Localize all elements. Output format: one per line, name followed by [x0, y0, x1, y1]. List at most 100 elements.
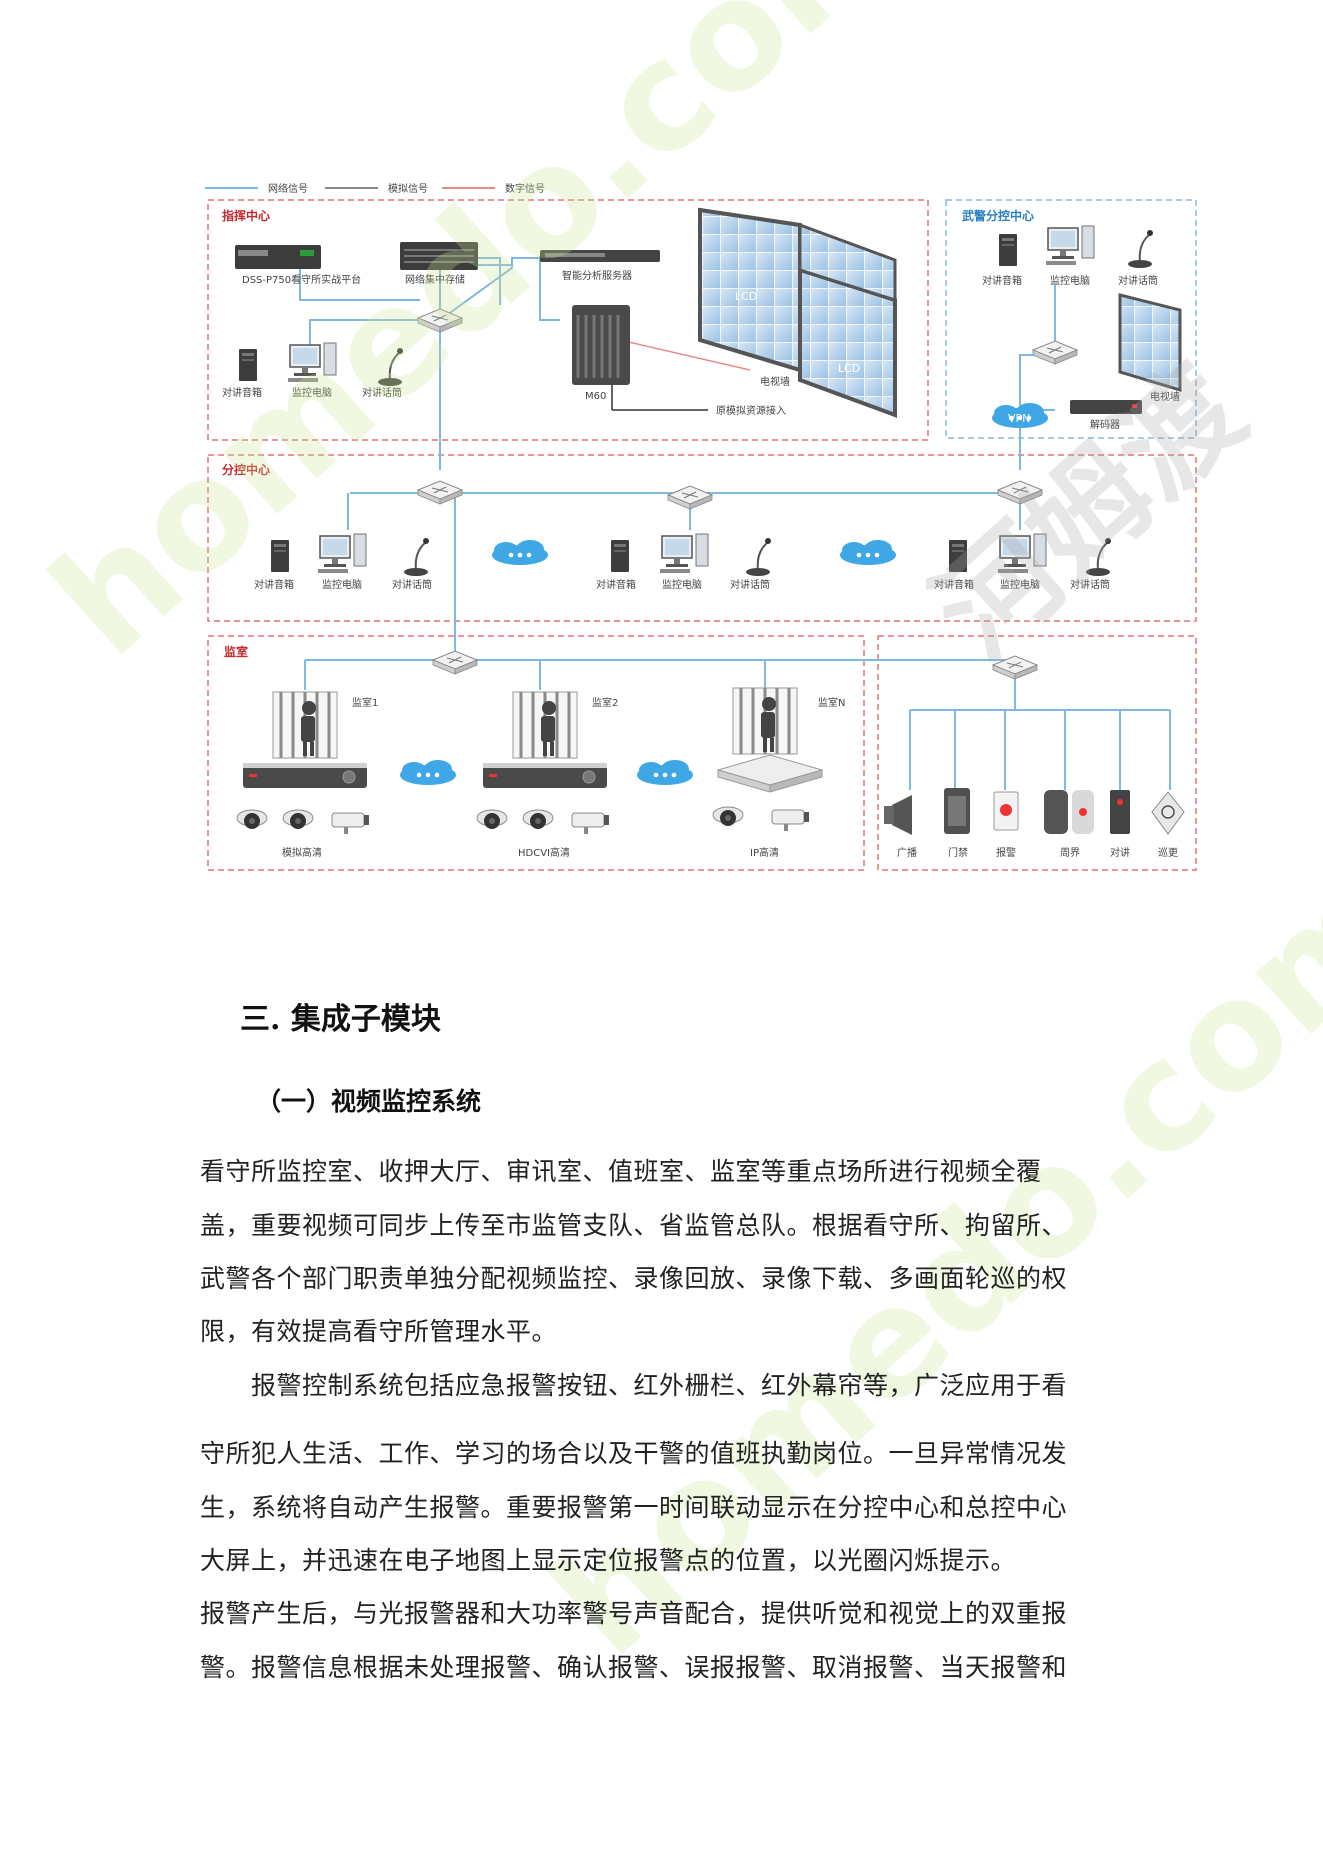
lcd-label-2: LCD — [838, 362, 860, 375]
branch-group-2 — [611, 533, 772, 577]
intercom-box-icon — [239, 349, 257, 381]
ap-tv-wall-icon — [1118, 293, 1182, 393]
ap-tv-wall-label: 电视墙 — [1150, 390, 1180, 403]
body-line: 看守所监控室、收押大厅、审讯室、值班室、监室等重点场所进行视频全覆 — [200, 1157, 1042, 1186]
hdcvi-hd-label: HDCVI高清 — [518, 846, 570, 859]
intercom-mic-icon — [377, 347, 404, 387]
cell-1-icon — [271, 690, 339, 760]
cc-monitor-pc-label: 监控电脑 — [292, 386, 332, 399]
legend: 网络信号 模拟信号 数字信号 — [205, 182, 545, 195]
branch-switch-icon-3 — [997, 480, 1043, 505]
ap-intercom-box-label: 对讲音箱 — [982, 274, 1022, 287]
subsection-heading: （一）视频监控系统 — [256, 1087, 482, 1116]
b2-monitor-pc-label: 监控电脑 — [662, 578, 702, 591]
intercom-terminal-icon — [1110, 790, 1130, 834]
ap-vpn-link — [1019, 354, 1035, 410]
ap-intercom-box-icon — [999, 234, 1017, 266]
body-line: 限，有效提高看守所管理水平。 — [200, 1317, 558, 1346]
dome-camera-icon — [282, 809, 314, 830]
ip-hd-label: IP高清 — [750, 846, 779, 859]
dome-camera-icon — [522, 809, 554, 830]
ap-switch-icon — [1032, 340, 1078, 365]
nvr-1-icon — [242, 762, 368, 789]
tv-wall-label: 电视墙 — [760, 375, 790, 388]
branch-group-3 — [949, 533, 1112, 577]
branch-group-1 — [271, 533, 430, 577]
body-line: 盖，重要视频可同步上传至市监管支队、省监管总队。根据看守所、拘留所、 — [200, 1211, 1068, 1240]
section-heading: 三. 集成子模块 — [240, 1002, 441, 1037]
analysis-server-icon — [540, 250, 660, 262]
b2-intercom-mic-label: 对讲话筒 — [730, 578, 770, 591]
vpn-label: VPN — [1008, 412, 1030, 425]
cell-2-icon — [511, 690, 579, 760]
command-center-frame — [207, 199, 929, 441]
switch-icon — [417, 308, 463, 333]
access-label: 门禁 — [948, 846, 968, 859]
analog-hd-label: 模拟高清 — [282, 846, 322, 859]
broadcast-label: 广播 — [897, 846, 917, 859]
b1-intercom-mic-label: 对讲话筒 — [392, 578, 432, 591]
bullet-camera-icon — [331, 812, 370, 835]
nvr-2-icon — [482, 762, 608, 789]
branch-center-title: 分控中心 — [222, 462, 270, 477]
bullet-camera-icon — [571, 812, 610, 835]
m60-label: M60 — [585, 391, 606, 402]
cell-n-label: 监室N — [818, 696, 845, 709]
cell-cloud-icon-2 — [637, 760, 693, 785]
ap-monitor-pc-icon — [1045, 225, 1095, 266]
cells-switch-icon — [432, 650, 478, 675]
analysis-label: 智能分析服务器 — [562, 269, 632, 282]
b3-intercom-mic-label: 对讲话筒 — [1070, 578, 1110, 591]
b1-monitor-pc-label: 监控电脑 — [322, 578, 362, 591]
branch-cloud-icon-1 — [492, 540, 548, 565]
ap-intercom-mic-icon — [1127, 229, 1154, 269]
b3-monitor-pc-label: 监控电脑 — [1000, 578, 1040, 591]
cc-intercom-mic-label: 对讲话筒 — [362, 386, 402, 399]
body-line: 生，系统将自动产生报警。重要报警第一时间联动显示在分控中心和总控中心 — [200, 1493, 1068, 1522]
tv-wall-icon: LCD LCD — [698, 207, 897, 418]
dss-platform-icon — [235, 245, 321, 269]
branch-cloud-icon-2 — [840, 540, 896, 565]
perimeter-label: 周界 — [1060, 847, 1080, 859]
lcd-label-1: LCD — [735, 290, 757, 303]
digital-line — [619, 339, 751, 371]
system-topology-diagram: 网络信号 模拟信号 数字信号 指挥中心 武警分控中心 分控中心 监室 DSS-P… — [0, 0, 1323, 900]
cell-cloud-icon-1 — [400, 760, 456, 785]
body-line: 大屏上，并迅速在电子地图上显示定位报警点的位置，以光圈闪烁提示。 — [200, 1546, 1017, 1575]
m60-matrix-icon — [572, 305, 630, 385]
ap-intercom-mic-label: 对讲话筒 — [1118, 274, 1158, 287]
perimeter-sensor-icon — [1044, 790, 1094, 834]
b3-intercom-box-label: 对讲音箱 — [934, 578, 974, 591]
intercom-label: 对讲 — [1110, 846, 1130, 859]
dss-label: DSS-P750看守所实战平台 — [242, 273, 361, 286]
legend-digital: 数字信号 — [505, 182, 545, 195]
bullet-camera-icon — [771, 809, 810, 832]
body-line: 警。报警信息根据未处理报警、确认报警、误报报警、取消报警、当天报警和 — [200, 1653, 1068, 1682]
branch-switch-icon-2 — [667, 485, 713, 510]
poe-switch-icon — [716, 754, 824, 793]
cells-frame — [207, 635, 865, 871]
legend-analog: 模拟信号 — [388, 182, 428, 195]
patrol-device-icon — [1151, 791, 1185, 835]
command-center-title: 指挥中心 — [222, 208, 270, 223]
branch-center-frame — [207, 454, 1197, 622]
ap-monitor-pc-label: 监控电脑 — [1050, 274, 1090, 287]
storage-label: 网络集中存储 — [405, 273, 465, 286]
body-line: 报警产生后，与光报警器和大功率警号声音配合，提供听觉和视觉上的双重报 — [200, 1599, 1068, 1628]
cell-1-label: 监室1 — [352, 696, 378, 709]
decoder-label: 解码器 — [1090, 418, 1120, 431]
decoder-icon — [1070, 400, 1142, 414]
dome-camera-icon — [476, 809, 508, 830]
armed-police-title: 武警分控中心 — [962, 208, 1034, 223]
cells-title: 监室 — [224, 644, 248, 659]
cc-intercom-box-label: 对讲音箱 — [222, 386, 262, 399]
dome-camera-icon — [236, 809, 268, 830]
cell-n-icon — [731, 686, 799, 756]
devices-frame — [877, 635, 1197, 871]
body-line: 报警控制系统包括应急报警按钮、红外栅栏、红外幕帘等，广泛应用于看 — [200, 1371, 1068, 1400]
alarm-label: 报警 — [996, 846, 1016, 859]
patrol-label: 巡更 — [1158, 847, 1178, 859]
body-line: 守所犯人生活、工作、学习的场合以及干警的值班执勤岗位。一旦异常情况发 — [200, 1439, 1068, 1468]
legend-network: 网络信号 — [268, 182, 308, 195]
broadcast-speaker-icon — [884, 795, 912, 835]
